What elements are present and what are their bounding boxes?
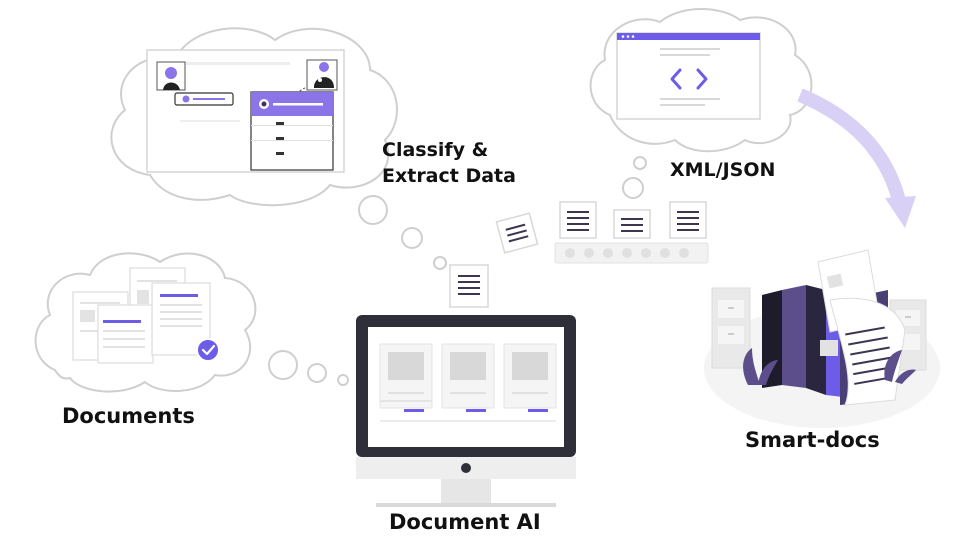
plant-icon — [743, 348, 916, 385]
code-icon — [670, 68, 708, 90]
cloud-code-window — [589, 8, 813, 153]
user-avatar-icon — [156, 61, 186, 91]
label-document-ai: Document AI — [389, 510, 541, 534]
label-classify-line2: Extract Data — [382, 164, 516, 187]
cloud-chat-ui — [110, 27, 398, 207]
flow-arrow — [797, 88, 907, 207]
monitor-document-ai — [356, 315, 576, 507]
label-classify-line1: Classify & — [382, 139, 489, 161]
conveyor-belt — [495, 201, 709, 264]
cloud-documents — [34, 252, 257, 393]
label-documents: Documents — [62, 404, 195, 428]
check-icon — [196, 338, 220, 362]
thought-bubbles-right — [622, 156, 647, 199]
label-smart-docs: Smart-docs — [745, 428, 880, 452]
smart-docs-illustration — [704, 249, 940, 428]
label-xml-json: XML/JSON — [670, 159, 776, 181]
thought-bubbles-left — [268, 350, 349, 386]
label-classify-extract: Classify & Extract Data — [382, 138, 516, 189]
thought-bubbles-center — [358, 195, 447, 270]
document-icon — [449, 264, 489, 308]
robot-avatar-icon — [306, 59, 338, 91]
